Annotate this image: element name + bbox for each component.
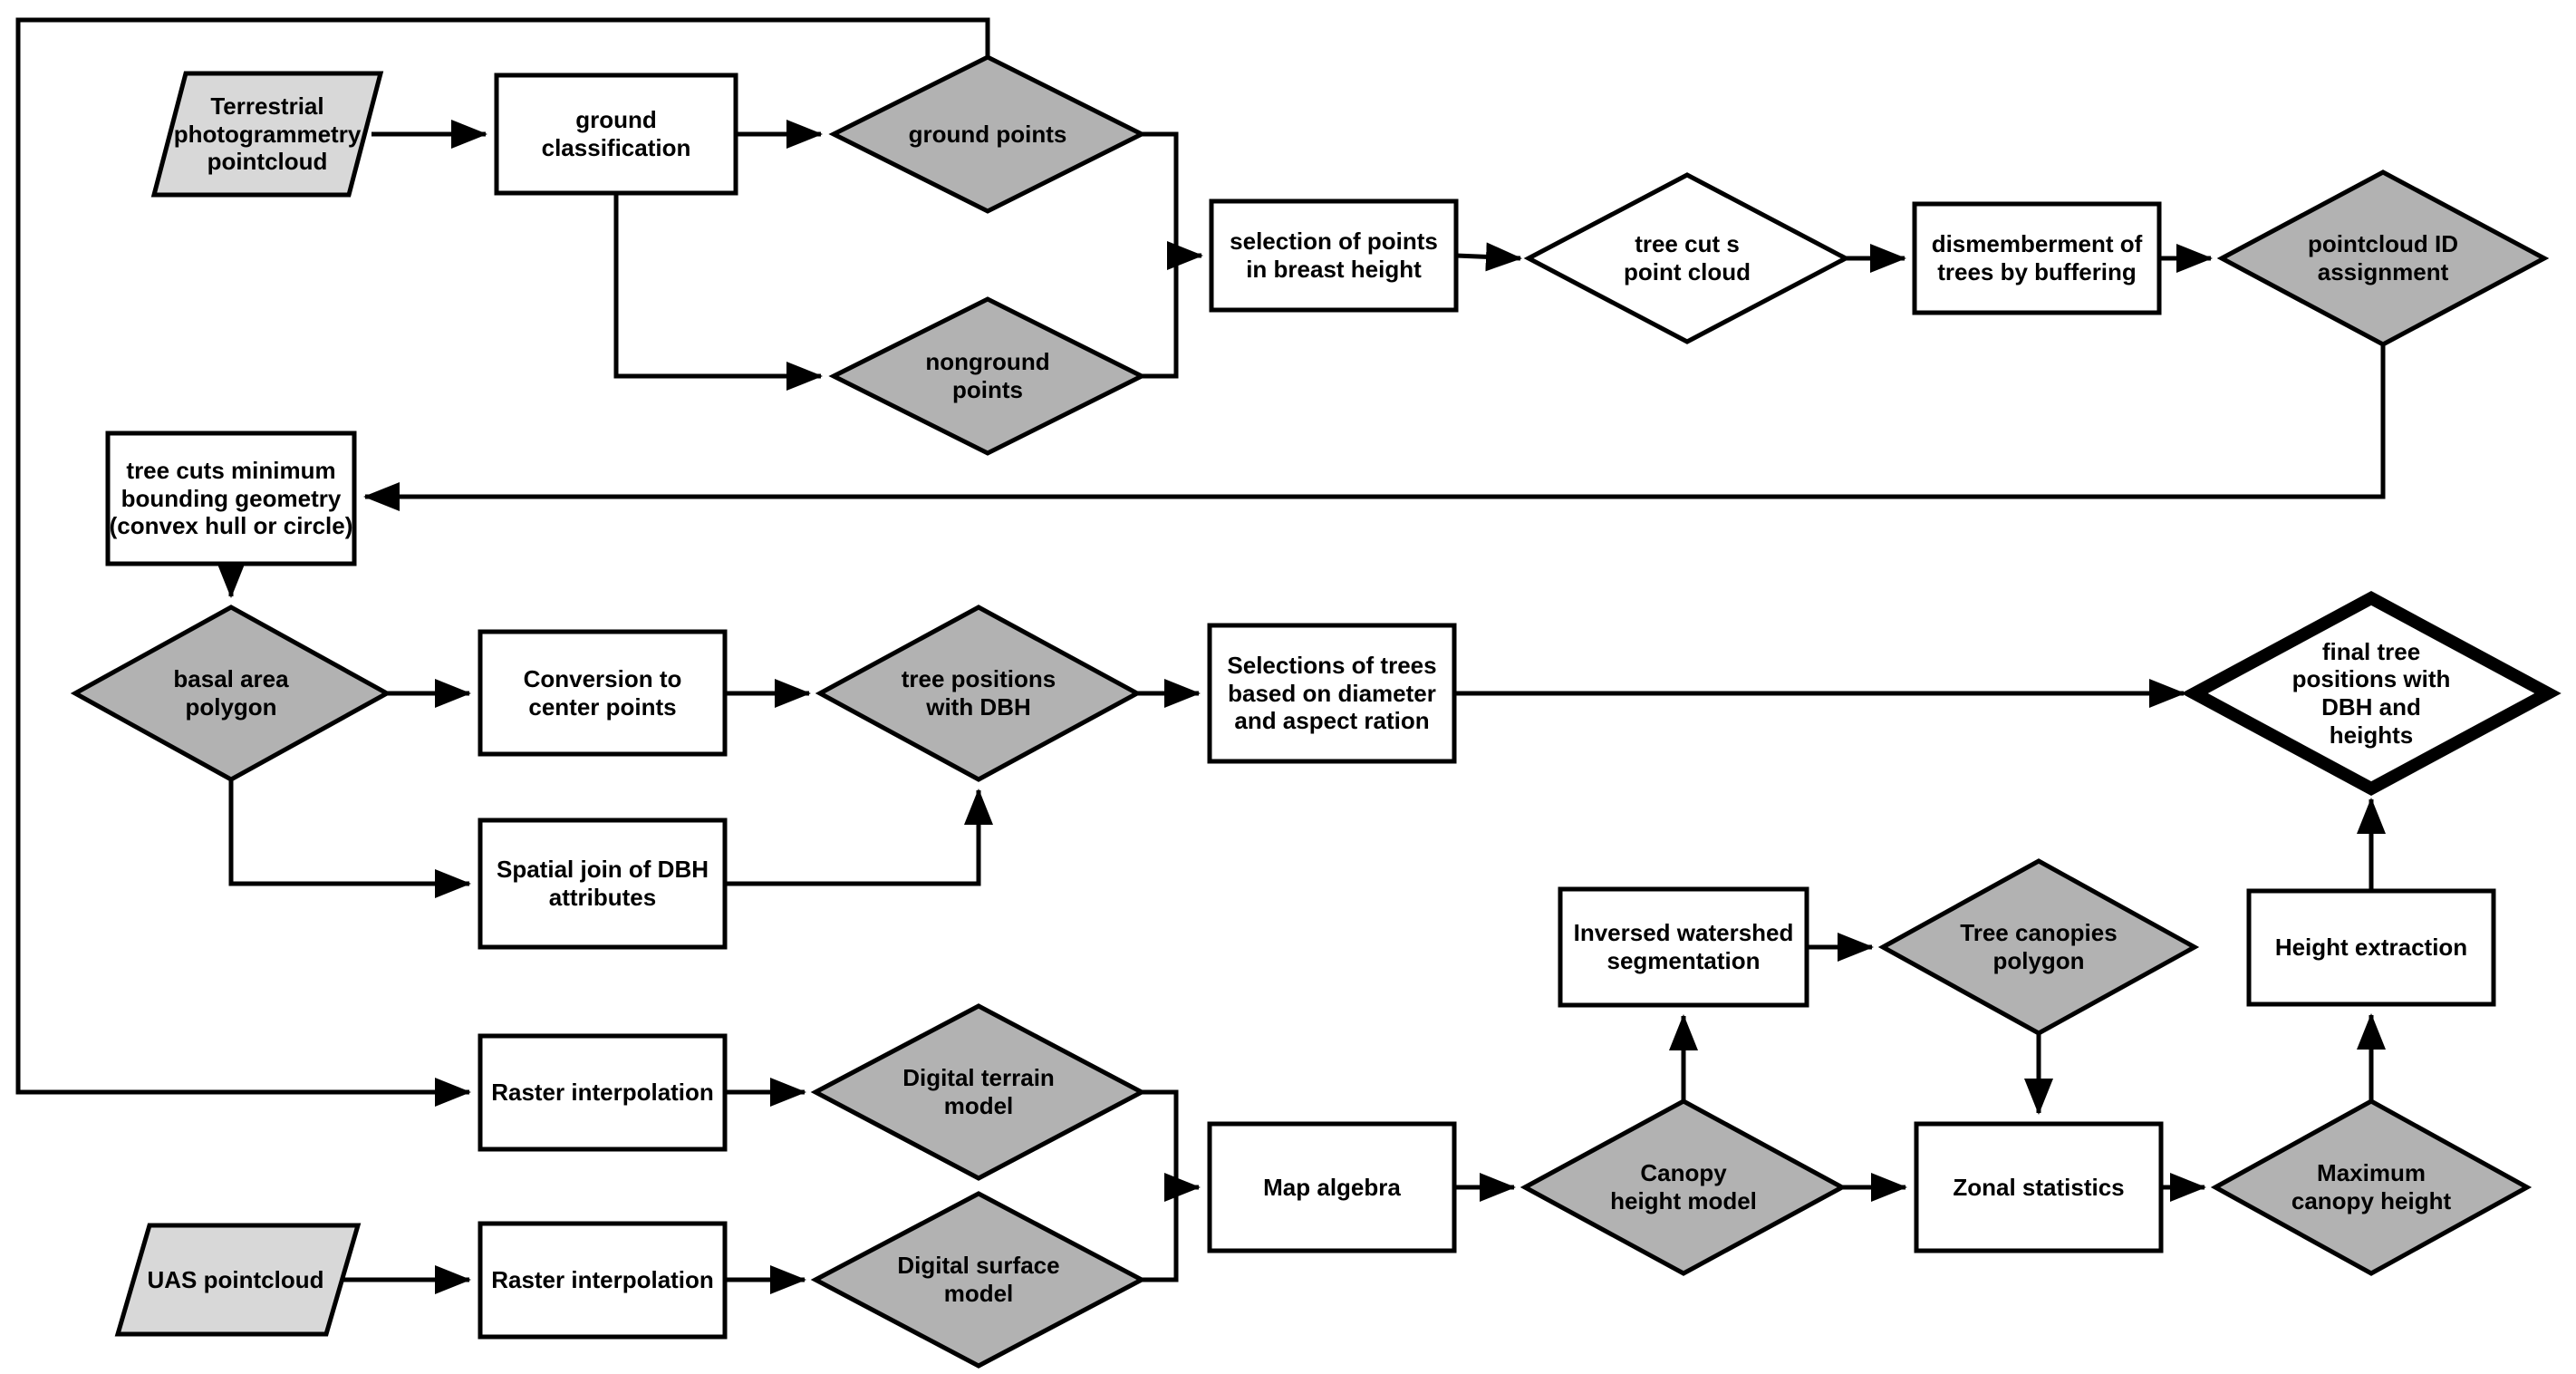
edge-nonground-to-selection [1142, 256, 1179, 379]
nonground-points-label: nonground points [925, 348, 1050, 403]
digital-terrain-label: Digital terrain model [902, 1064, 1055, 1119]
selections-of-trees-label: Selections of trees based on diameter an… [1227, 651, 1437, 735]
raster-interpolation-2-rect [478, 1221, 728, 1340]
terrestrial-pointcloud-parallelogram [150, 71, 384, 198]
raster-interpolation-1-rect [478, 1033, 728, 1152]
ground-points-diamond [828, 54, 1147, 214]
tree-positions-dbh-diamond [815, 605, 1143, 782]
digital-surface-diamond [810, 1191, 1147, 1369]
conversion-center-points-label: Conversion to center points [523, 665, 682, 721]
pointcloud-id-diamond [2216, 169, 2550, 347]
edge-basal-to-spatialjoin [228, 779, 472, 898]
selection-breast-height-rect [1209, 198, 1459, 313]
edge-terrain-to-mapalgebra [1142, 1089, 1201, 1202]
dismemberment-label: dismemberment of trees by buffering [1931, 230, 2143, 285]
selection-breast-height-label: selection of points in breast height [1230, 227, 1438, 283]
inversed-watershed-rect [1558, 886, 1809, 1008]
spatial-join-label: Spatial join of DBH attributes [497, 856, 709, 911]
edge-spatialjoin-to-treepositions [725, 788, 993, 886]
spatial-join-rect [478, 818, 728, 950]
selections-of-trees-rect [1207, 623, 1457, 764]
tree-cuts-point-cloud-label: tree cut s point cloud [1623, 230, 1751, 285]
ground-classification-rect [494, 73, 738, 196]
final-tree-positions-diamond [2181, 591, 2562, 796]
maximum-canopy-diamond [2210, 1098, 2533, 1276]
basal-area-polygon-label: basal area polygon [173, 665, 289, 721]
pointcloud-id-label: pointcloud ID assignment [2307, 230, 2459, 285]
maximum-canopy-height-label: Maximum canopy height [2291, 1159, 2452, 1214]
tree-canopies-label: Tree canopies polygon [1960, 919, 2118, 974]
raster-interpolation-2-label: Raster interpolation [491, 1266, 714, 1294]
edge-groundpoints-to-selection [1142, 131, 1204, 270]
tree-cuts-min-bounding-label: tree cuts minimum bounding geometry (con… [109, 456, 353, 540]
height-extraction-rect [2246, 888, 2496, 1007]
edge-selection-to-treecuts [1455, 242, 1522, 272]
tree-positions-dbh-label: tree positions with DBH [901, 665, 1056, 721]
dismemberment-rect [1912, 201, 2162, 315]
zonal-statistics-rect [1914, 1121, 2164, 1253]
raster-interpolation-1-label: Raster interpolation [491, 1078, 714, 1106]
edge-surface-to-mapalgebra [1142, 1187, 1179, 1282]
nonground-points-diamond [828, 296, 1147, 456]
canopy-height-diamond [1520, 1098, 1848, 1276]
height-extraction-label: Height extraction [2274, 933, 2468, 961]
map-algebra-rect [1207, 1121, 1457, 1253]
zonal-statistics-label: Zonal statistics [1953, 1173, 2125, 1201]
conversion-center-points-rect [478, 629, 728, 757]
inversed-watershed-label: Inversed watershed segmentation [1573, 919, 1794, 974]
final-tree-positions-label: final tree positions with DBH and height… [2291, 637, 2451, 749]
canopy-height-model-label: Canopy height model [1610, 1159, 1757, 1214]
ground-points-label: ground points [908, 120, 1067, 148]
uas-pointcloud-parallelogram [114, 1223, 362, 1337]
edge-pointcloudid-to-treecutsmin [362, 344, 2386, 512]
tree-cuts-min-bounding-rect [105, 431, 357, 566]
digital-surface-label: Digital surface model [897, 1252, 1060, 1307]
edge-groundclass-to-nonground [613, 193, 824, 391]
edge-groundpoints-feedback-to-raster1 [15, 17, 990, 1107]
map-algebra-label: Map algebra [1263, 1173, 1401, 1201]
uas-pointcloud-label: UAS pointcloud [147, 1265, 324, 1293]
ground-classification-label: ground classification [541, 106, 691, 161]
tree-canopies-diamond [1877, 858, 2200, 1036]
tree-cuts-point-cloud-diamond [1523, 172, 1851, 344]
digital-terrain-diamond [810, 1003, 1147, 1181]
basal-area-polygon-diamond [70, 605, 392, 782]
terrestrial-pointcloud-label: Terrestrial photogrammetry pointcloud [173, 92, 362, 176]
